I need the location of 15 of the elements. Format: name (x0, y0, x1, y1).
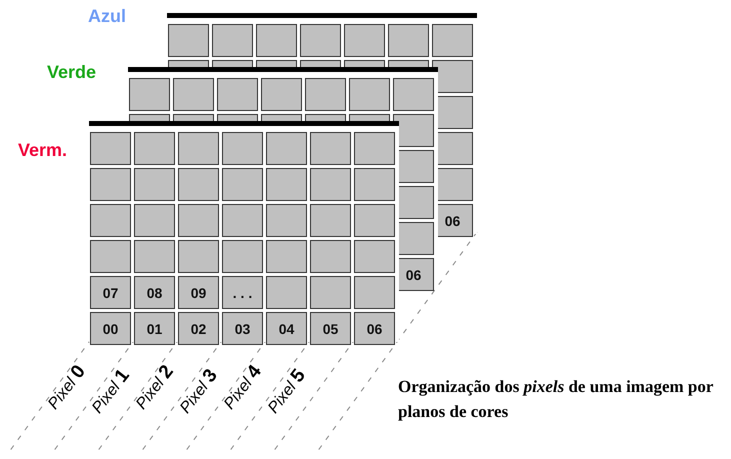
pixel-cell: 07 (90, 276, 131, 309)
plane-label: Verde (47, 62, 96, 83)
pixel-cell: 09 (178, 276, 219, 309)
pixel-cell: 01 (134, 312, 175, 345)
pixel-cell: 08 (134, 276, 175, 309)
pixel-cell: 02 (178, 312, 219, 345)
plane-label: Azul (88, 6, 126, 27)
pixel-cell: 04 (266, 312, 307, 345)
pixel-cell: . . . (222, 276, 263, 309)
plane-label: Verm. (18, 140, 68, 161)
caption: Organização dos pixels de uma imagem por planos de cores (398, 376, 714, 423)
pixel-cell: 03 (222, 312, 263, 345)
pixel-cell: 06 (354, 312, 395, 345)
pixel-cell: 00 (90, 312, 131, 345)
pixel-cell: 05 (310, 312, 351, 345)
